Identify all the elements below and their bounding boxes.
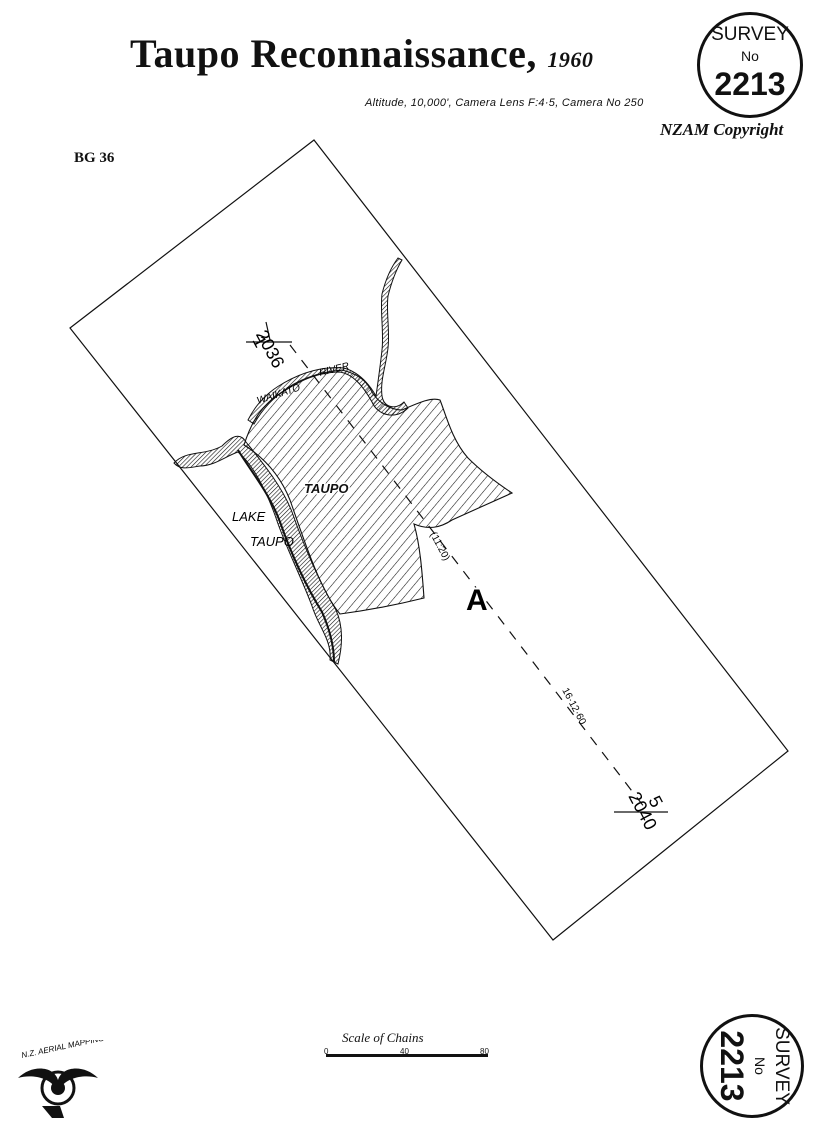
seal-number-label-bottom: No <box>752 1057 768 1075</box>
flight-line-label: A <box>466 584 488 617</box>
waikato-river <box>247 257 409 425</box>
scale-tick-0: 0 <box>324 1047 329 1056</box>
town-label: TAUPO <box>304 481 349 496</box>
seal-ring <box>697 12 803 118</box>
flight-line <box>289 344 649 813</box>
seal-survey-number-bottom: 2213 <box>714 1030 750 1102</box>
lake-shoreline-outer <box>237 449 335 663</box>
seal-survey-number: 2213 <box>714 66 786 102</box>
scale-caption: Scale of Chains <box>342 1030 424 1045</box>
map-title: Taupo Reconnaissance, 1960 <box>130 30 593 77</box>
seal-survey-label: SURVEY <box>711 24 789 45</box>
sheet-code: BG 36 <box>74 150 115 166</box>
coverage-strip-boundary <box>69 139 789 941</box>
lake-label-line1: LAKE <box>232 509 266 524</box>
scale-tick-80: 80 <box>480 1047 489 1056</box>
scale-line <box>326 1054 488 1057</box>
logo-text: N.Z. AERIAL MAPPING <box>21 1040 104 1060</box>
map-subtitle: Altitude, 10,000', Camera Lens F:4·5, Ca… <box>365 97 644 109</box>
scale-bar: Scale of Chains 0 40 80 <box>320 1030 500 1070</box>
photo-start-stroke <box>265 321 271 341</box>
map-title-year: 1960 <box>547 47 594 72</box>
photo-start-bottom-label: 2036 <box>252 327 288 372</box>
map-title-text: Taupo Reconnaissance, <box>130 31 537 76</box>
survey-seal-bottom: SURVEY No 2213 <box>700 1014 804 1118</box>
copyright-notice: NZAM Copyright <box>660 120 784 139</box>
date-label: 16·12·60 <box>559 686 588 727</box>
scale-tick-40: 40 <box>400 1047 409 1056</box>
seal-number-label: No <box>741 48 759 64</box>
lake-shoreline <box>173 435 342 665</box>
lake-label-line2: TAUPO <box>250 534 294 549</box>
time-label: (11:20) <box>427 530 451 562</box>
seal-survey-label-bottom: SURVEY <box>771 1027 792 1105</box>
survey-seal-top: SURVEY No 2213 <box>697 12 803 118</box>
aerial-mapping-logo: N.Z. AERIAL MAPPING <box>18 1040 104 1118</box>
